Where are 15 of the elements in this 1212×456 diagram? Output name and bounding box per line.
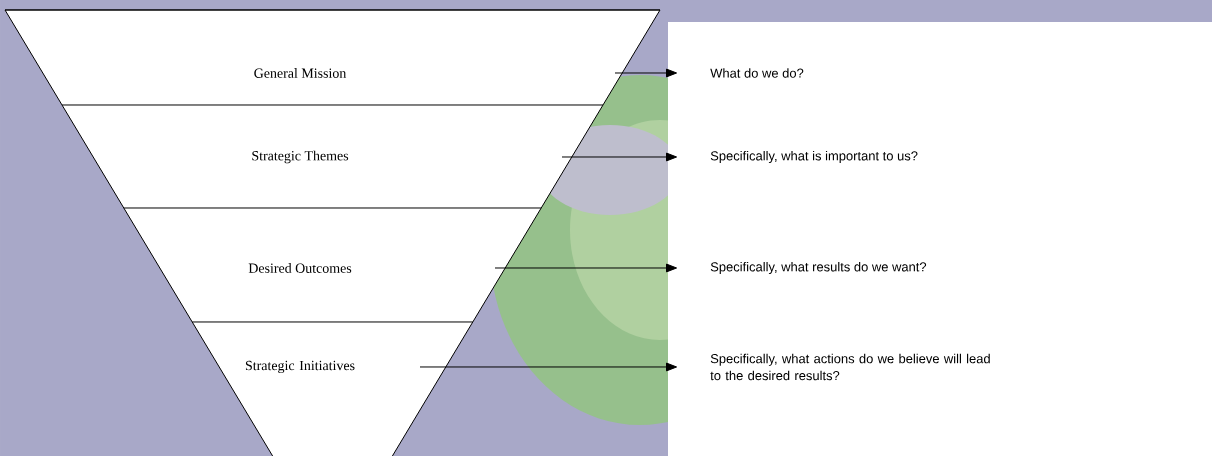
arrow: [614, 68, 678, 78]
question-text: What do we do?: [710, 68, 804, 78]
node-label: General Mission: [254, 68, 347, 78]
band: General Mission: [4, 9, 661, 106]
node-label: Desired Outcomes: [248, 263, 352, 273]
band: Desired Outcomes: [123, 207, 542, 323]
band: Strategic Themes: [61, 104, 604, 209]
band: Strategic Initiatives: [191, 321, 474, 456]
question-text: Specifically, what actions do we believe will lead to the desired results?: [710, 353, 990, 381]
arrow: [561, 152, 678, 162]
question-text: Specifically, what is important to us?: [710, 150, 918, 163]
node-label: Strategic Themes: [252, 150, 349, 164]
arrow: [494, 263, 678, 273]
question-text: Specifically, what results do we want?: [710, 261, 927, 274]
arrow: [419, 362, 678, 372]
